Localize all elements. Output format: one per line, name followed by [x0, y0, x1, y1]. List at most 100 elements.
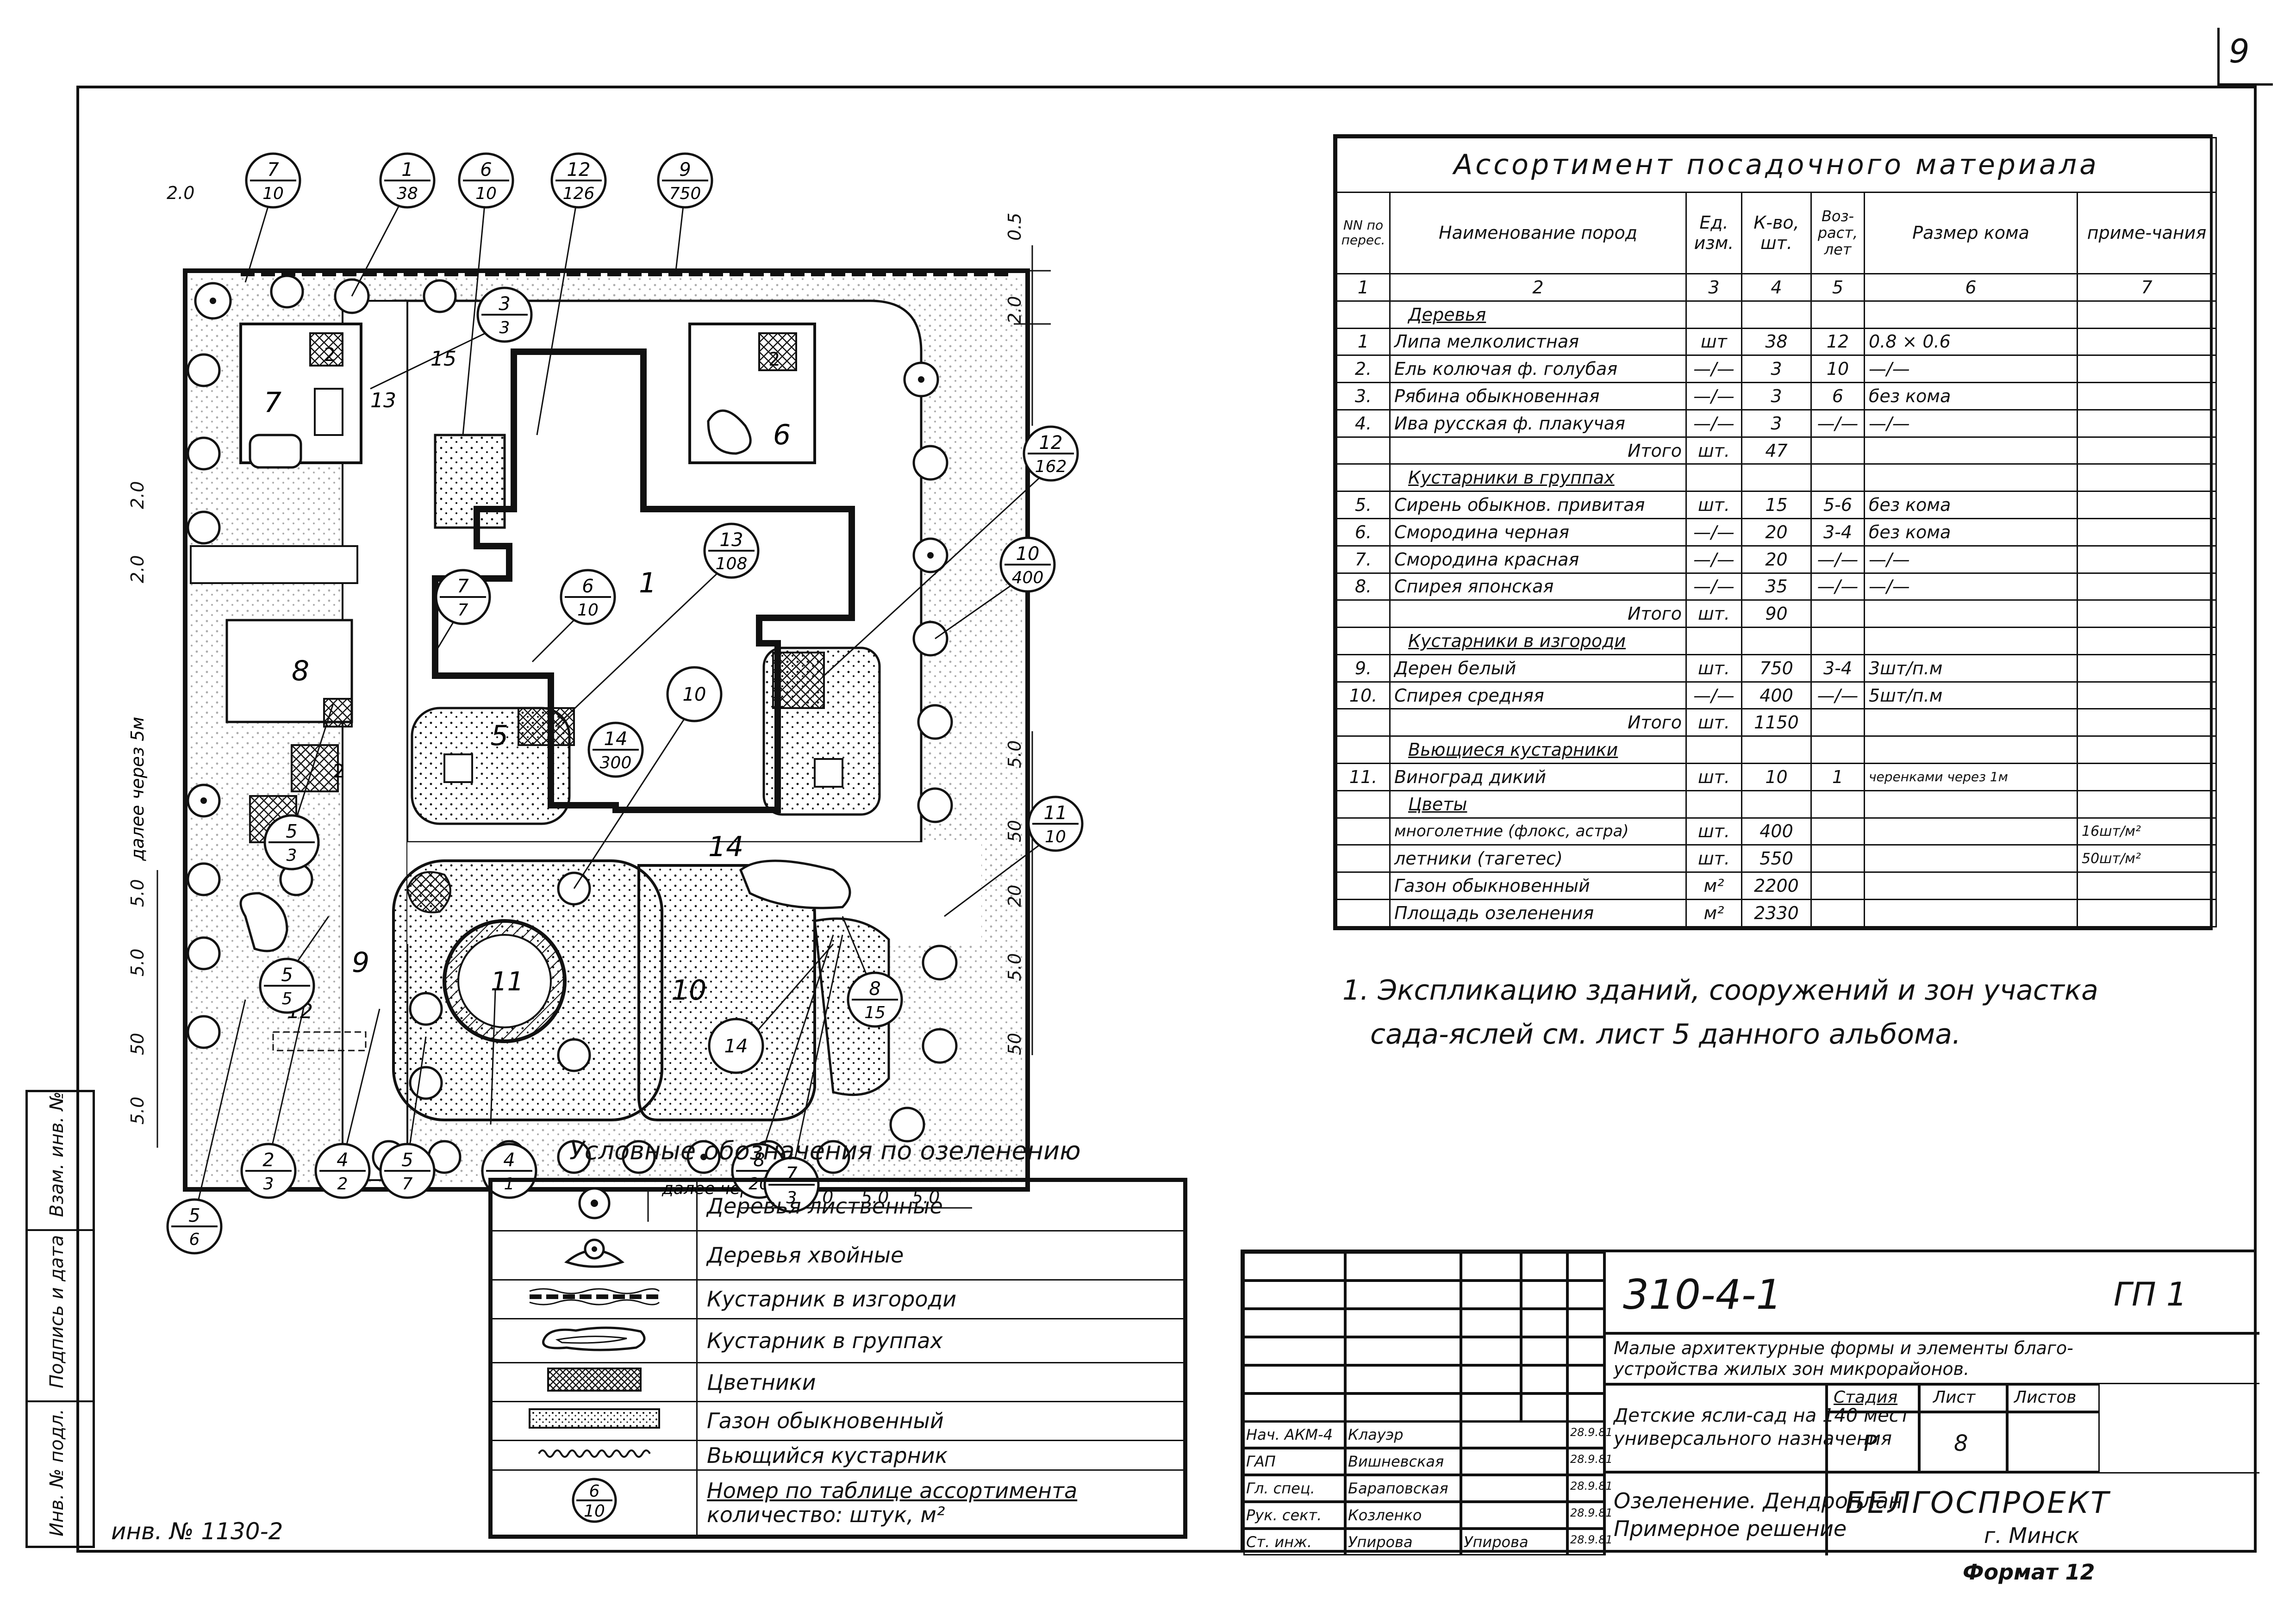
cell-size: без кома — [1864, 517, 2078, 547]
legend-label: Деревья лиственные — [696, 1181, 1185, 1231]
callout-quantity: 7 — [402, 1175, 413, 1194]
cell-name: Кустарники в изгороди — [1389, 627, 1687, 655]
cell-age: 12 — [1810, 327, 1865, 356]
cell-size — [1864, 844, 2078, 873]
callout-number: 6 — [582, 576, 593, 597]
sheet-value: 8 — [1954, 1430, 1968, 1456]
cell-empty — [1336, 735, 1391, 765]
cell-qty: 2330 — [1741, 898, 1812, 928]
cell-n: 3. — [1336, 382, 1391, 410]
drawing-frame — [76, 86, 2257, 1553]
inventory-number: инв. № 1130-2 — [111, 1518, 283, 1545]
cell-size: 5шт/п.м — [1864, 681, 2078, 710]
signature-name: Козленко — [1348, 1506, 1422, 1524]
stamp-label: Взам. инв. № — [46, 1091, 68, 1217]
col-header: Ед. изм. — [1685, 191, 1742, 274]
signature-grid-cell — [1461, 1309, 1521, 1337]
cell-qty: 35 — [1741, 572, 1812, 601]
plan-dimension: 50 — [127, 1033, 148, 1055]
cell-note — [2076, 681, 2217, 710]
cell-size: черенками через 1м — [1864, 763, 2078, 791]
series-cell — [1604, 1333, 2259, 1384]
cell-size — [1864, 817, 2078, 846]
callout-quantity: 10 — [1045, 827, 1066, 846]
callout-quantity: 5 — [282, 989, 293, 1008]
hedge-symbol — [491, 1279, 698, 1319]
cell-qty: 90 — [1741, 599, 1812, 628]
cell-qty: 3 — [1741, 382, 1812, 410]
cell-unit: шт. — [1685, 599, 1742, 628]
callout-number: 10 — [683, 684, 706, 705]
climbing-shrub-symbol — [491, 1439, 698, 1471]
callout-number: 7 — [457, 576, 469, 597]
cell-unit: шт. — [1685, 763, 1742, 791]
signature-grid-cell — [1345, 1337, 1461, 1365]
cell-name: Кустарники в группах — [1389, 463, 1687, 492]
cell-note — [2076, 572, 2217, 601]
cell-empty — [1685, 300, 1742, 329]
sheets-label-cell — [2007, 1384, 2100, 1412]
plan-note-left: далее через 5м — [127, 717, 148, 861]
cell-empty — [1864, 735, 2078, 765]
cell-note — [2076, 327, 2217, 356]
signature-grid-cell — [1461, 1337, 1521, 1365]
callout-quantity: 3 — [263, 1175, 274, 1194]
callout-quantity: 162 — [1035, 457, 1067, 476]
plan-callout: 23 — [240, 1143, 297, 1199]
cell-empty — [1810, 300, 1865, 329]
cell-age: —/— — [1810, 545, 1865, 574]
cell-age: —/— — [1810, 572, 1865, 601]
cell-unit: —/— — [1685, 382, 1742, 410]
cell-qty: 400 — [1741, 817, 1812, 846]
legend-label: количество: штук, м² — [707, 1502, 945, 1528]
cell-note — [2076, 653, 2217, 683]
cell-size: 3шт/п.м — [1864, 653, 2078, 683]
cell-size — [1864, 871, 2078, 900]
callout-quantity: 10 — [577, 601, 599, 620]
cell-qty: 1150 — [1741, 708, 1812, 737]
assortment-row: 8.Спирея японская—/—35—/——/— — [1336, 572, 2217, 601]
signature-grid-cell — [1243, 1337, 1345, 1365]
svg-text:5: 5 — [491, 720, 508, 752]
col-number: 7 — [2076, 273, 2217, 302]
cell-qty: 550 — [1741, 844, 1812, 873]
col-number: 2 — [1389, 273, 1687, 302]
cell-n — [1336, 898, 1391, 928]
cell-n — [1336, 844, 1391, 873]
callout-number: 12 — [1039, 432, 1063, 454]
cell-empty — [1336, 627, 1391, 655]
cell-size — [1864, 898, 2078, 928]
signature-cell — [1345, 1421, 1461, 1448]
cell-size: —/— — [1864, 545, 2078, 574]
stamp-label: Подпись и дата — [46, 1235, 68, 1388]
drawing-name-cell — [1604, 1472, 1827, 1555]
cell-empty — [1864, 599, 2078, 628]
callout-quantity: 126 — [563, 184, 595, 203]
cell-unit: шт — [1685, 327, 1742, 356]
format-label: Формат 12 — [1963, 1560, 2095, 1585]
signature-cell — [1461, 1475, 1567, 1502]
cell-qty: 3 — [1741, 354, 1812, 384]
assortment-title: Ассортимент посадочного материала — [1335, 137, 2217, 193]
series-line-1: Малые архитектурные формы и элементы бла… — [1614, 1338, 2073, 1358]
cell-n: 9. — [1336, 653, 1391, 683]
cell-empty — [1336, 599, 1391, 628]
callout-number: 8 — [753, 1150, 765, 1171]
cell-qty: 3 — [1741, 409, 1812, 438]
cell-empty — [1741, 300, 1812, 329]
plan-dimension: 50 — [1004, 1033, 1025, 1055]
cell-n: 5. — [1336, 491, 1391, 519]
signature-grid-cell — [1345, 1309, 1461, 1337]
cell-note — [2076, 409, 2217, 438]
cell-empty — [1810, 627, 1865, 655]
conifer-tree-symbol — [491, 1230, 698, 1281]
signature-role: Рук. сект. — [1246, 1506, 1322, 1524]
signature-grid-cell — [1345, 1365, 1461, 1393]
callout-number: 13 — [720, 529, 743, 551]
cell-empty — [1810, 790, 1865, 819]
cell-note — [2076, 545, 2217, 574]
assortment-row: Деревья — [1336, 300, 2217, 329]
